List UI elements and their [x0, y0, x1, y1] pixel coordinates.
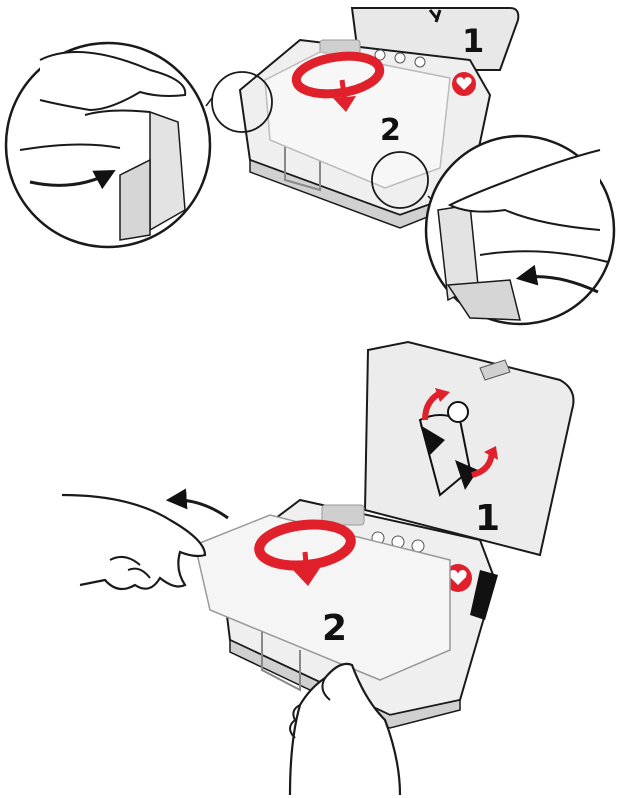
bottom-tray-step-number: 2 [322, 608, 347, 649]
bottom-panel: 1 2 [62, 342, 574, 795]
top-tray-step-number: 2 [380, 113, 401, 148]
left-latch-zoom [6, 43, 210, 247]
pull-arrow-icon [170, 500, 228, 518]
bottom-lid-step-number: 1 [475, 498, 500, 539]
top-panel: 1 2 [6, 8, 614, 324]
left-hand [62, 495, 205, 589]
heart-icon [452, 72, 476, 96]
right-latch-zoom [426, 136, 614, 324]
top-lid-step-number: 1 [462, 22, 484, 60]
